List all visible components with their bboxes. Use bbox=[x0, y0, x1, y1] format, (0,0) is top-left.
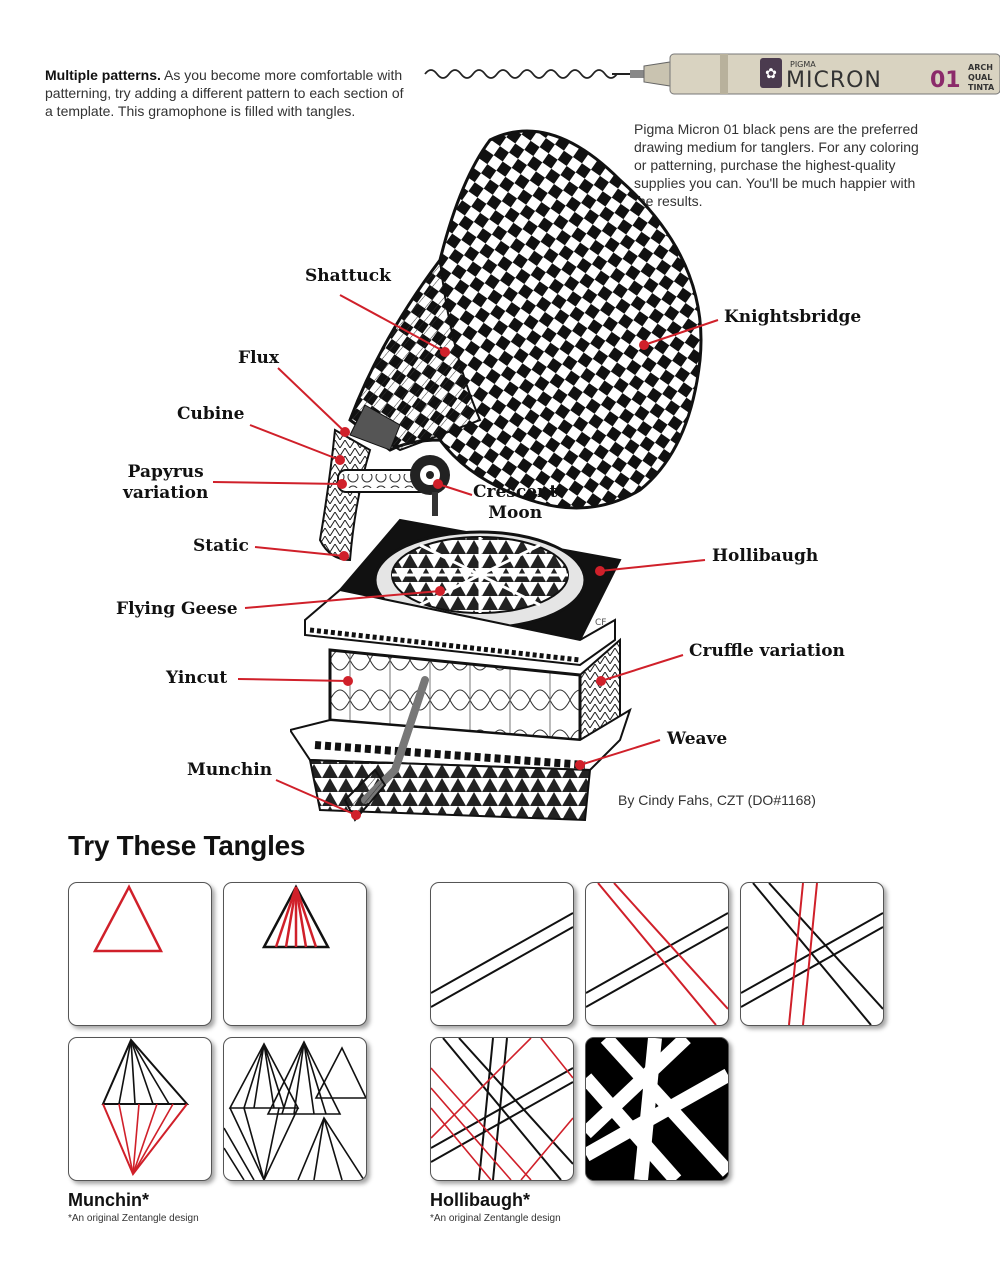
label-papyrus-line2: variation bbox=[123, 483, 209, 503]
label-cruffle-variation: Cruffle variation bbox=[689, 641, 845, 661]
hollibaugh-step-5 bbox=[585, 1037, 729, 1181]
gramophone-illustration: CF bbox=[290, 129, 703, 822]
label-weave: Weave bbox=[667, 729, 728, 749]
munchin-title: Munchin* bbox=[68, 1190, 149, 1210]
hollibaugh-step-1 bbox=[430, 882, 574, 1026]
pen-note: Pigma Micron 01 black pens are the prefe… bbox=[634, 121, 919, 209]
label-leaders bbox=[212, 294, 719, 820]
hollibaugh-step-4 bbox=[430, 1037, 574, 1181]
intro-lead: Multiple patterns. bbox=[45, 67, 161, 83]
label-papyrus-line1: Papyrus bbox=[127, 462, 204, 482]
munchin-step-1 bbox=[68, 882, 212, 1026]
munchin-note: *An original Zentangle design bbox=[68, 1213, 199, 1224]
label-crescent-line1: Crescent bbox=[473, 482, 558, 502]
hollibaugh-step-3 bbox=[740, 882, 884, 1026]
section-title: Try These Tangles bbox=[68, 830, 306, 861]
svg-text:CF: CF bbox=[595, 618, 606, 628]
label-knightsbridge: Knightsbridge bbox=[724, 307, 862, 327]
hollibaugh-title: Hollibaugh* bbox=[430, 1190, 530, 1210]
munchin-step-4 bbox=[223, 1037, 367, 1181]
label-crescent-moon: Crescent Moon bbox=[473, 482, 557, 524]
label-yincut: Yincut bbox=[166, 668, 228, 688]
munchin-step-2 bbox=[223, 882, 367, 1026]
micron-pen-illustration: ✿ PIGMA MICRON 01 ARCH QUAL TINTA bbox=[424, 53, 1000, 95]
label-cubine: Cubine bbox=[177, 404, 245, 424]
label-hollibaugh: Hollibaugh bbox=[712, 546, 819, 566]
svg-text:ARCH: ARCH bbox=[968, 63, 993, 72]
intro-paragraph: Multiple patterns. As you become more co… bbox=[45, 66, 410, 120]
munchin-step-3 bbox=[68, 1037, 212, 1181]
pen-brand-small: PIGMA bbox=[790, 60, 816, 69]
label-static: Static bbox=[193, 536, 249, 556]
hollibaugh-step-2 bbox=[585, 882, 729, 1026]
label-munchin: Munchin bbox=[187, 760, 273, 780]
svg-text:✿: ✿ bbox=[765, 66, 777, 82]
pen-size: 01 bbox=[930, 68, 961, 93]
label-flying-geese: Flying Geese bbox=[116, 599, 238, 619]
pen-brand: MICRON bbox=[786, 68, 882, 93]
svg-text:TINTA: TINTA bbox=[968, 83, 995, 92]
label-shattuck: Shattuck bbox=[305, 266, 391, 286]
hollibaugh-note: *An original Zentangle design bbox=[430, 1213, 561, 1224]
label-papyrus-variation: Papyrus variation bbox=[123, 462, 208, 504]
svg-text:QUAL: QUAL bbox=[968, 73, 992, 82]
label-crescent-line2: Moon bbox=[488, 503, 543, 523]
artist-credit: By Cindy Fahs, CZT (DO#1168) bbox=[618, 792, 816, 808]
intro-text: As you become more comfortable with patt… bbox=[45, 67, 404, 119]
label-flux: Flux bbox=[238, 348, 280, 368]
